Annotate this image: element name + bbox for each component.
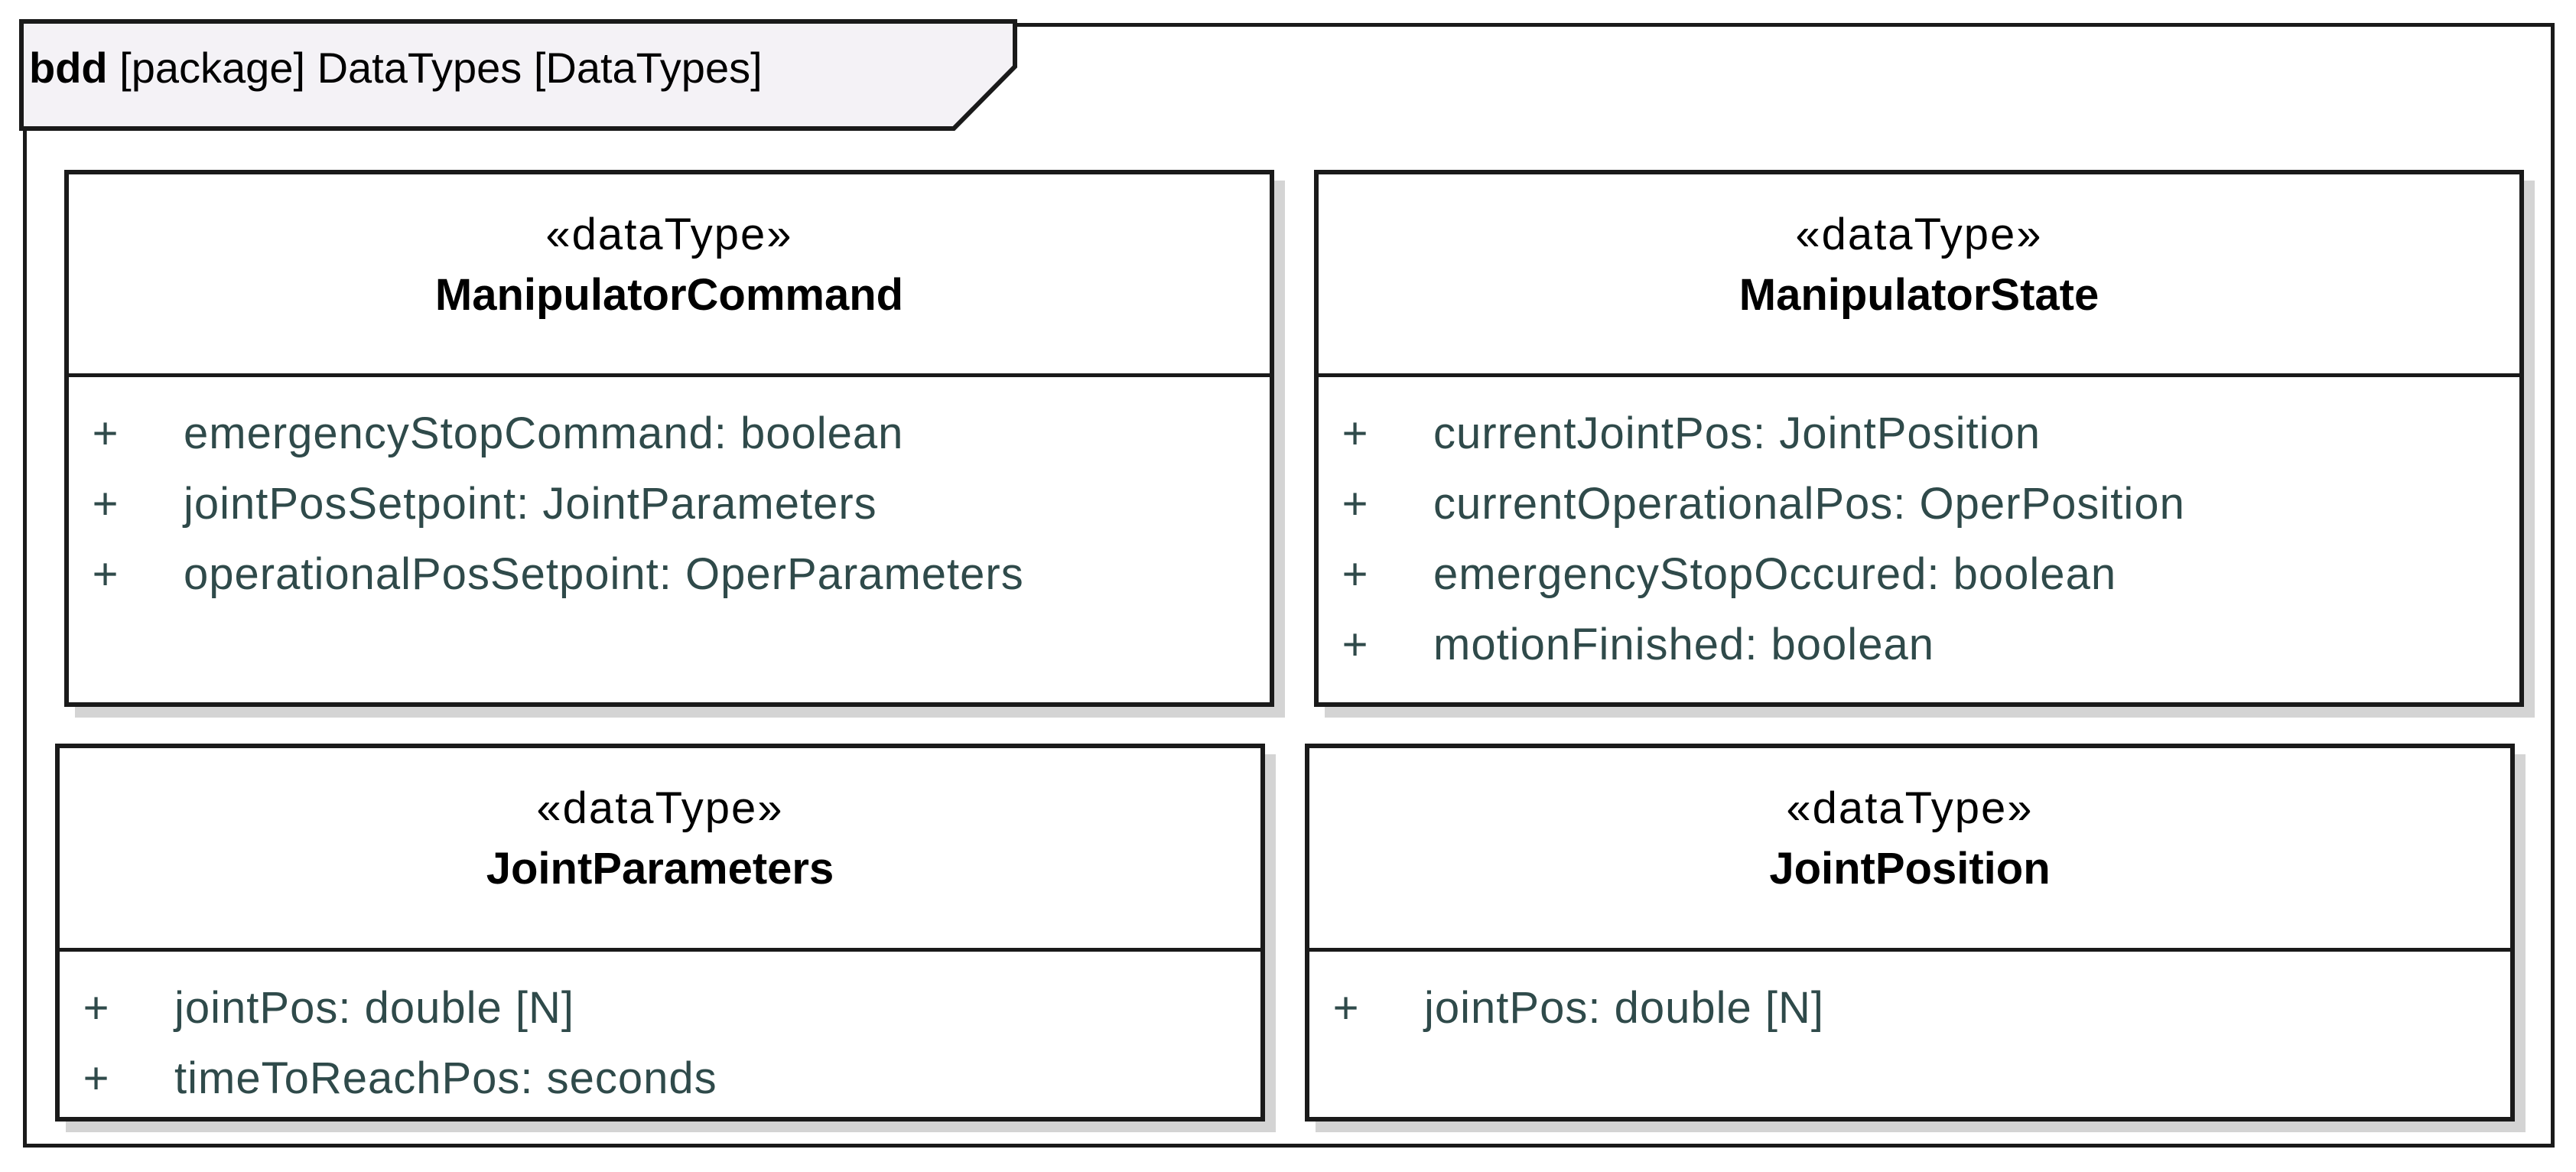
visibility-marker: + [92,409,119,458]
visibility-marker: + [1342,409,1369,458]
visibility-marker: + [1342,620,1369,669]
property-text: timeToReachPos: seconds [174,1053,717,1103]
property-row[interactable]: + jointPosSetpoint: JointParameters [69,469,1270,539]
property-row[interactable]: + emergencyStopOccured: boolean [1319,539,2519,610]
property-row[interactable]: + operationalPosSetpoint: OperParameters [69,539,1270,610]
block-header: «dataType» ManipulatorCommand [69,174,1270,377]
property-text: jointPosSetpoint: JointParameters [184,479,877,529]
property-row[interactable]: + jointPos: double [N] [60,973,1260,1043]
visibility-marker: + [83,1053,110,1103]
visibility-marker: + [92,479,119,529]
property-text: currentOperationalPos: OperPosition [1433,479,2185,529]
frame-header-tab [19,19,1021,134]
property-text: currentJointPos: JointPosition [1433,409,2041,458]
block-joint-position[interactable]: «dataType» JointPosition + jointPos: doub… [1305,744,2515,1122]
stereotype-label: «dataType» [545,210,793,259]
property-row[interactable]: + timeToReachPos: seconds [60,1043,1260,1114]
property-text: jointPos: double [N] [1424,983,1824,1033]
properties-compartment: + emergencyStopCommand: boolean + jointPos… [69,377,1270,610]
block-name: JointParameters [486,844,834,894]
block-name: ManipulatorState [1738,270,2100,320]
property-text: emergencyStopOccured: boolean [1433,549,2117,599]
property-row[interactable]: + currentJointPos: JointPosition [1319,399,2519,469]
block-manipulator-state[interactable]: «dataType» ManipulatorState + currentJoin… [1314,170,2524,707]
property-text: jointPos: double [N] [174,983,574,1033]
visibility-marker: + [1332,983,1360,1033]
stereotype-label: «dataType» [1795,210,2043,259]
block-name: ManipulatorCommand [434,270,904,320]
properties-compartment: + jointPos: double [N] + timeToReachPos: s… [60,952,1260,1114]
block-manipulator-command[interactable]: «dataType» ManipulatorCommand + emergency… [64,170,1274,707]
stereotype-label: «dataType» [536,783,784,833]
frame-keyword: bdd [29,44,108,92]
block-header: «dataType» JointPosition [1309,748,2510,952]
property-row[interactable]: + emergencyStopCommand: boolean [69,399,1270,469]
property-text: operationalPosSetpoint: OperParameters [184,549,1024,599]
properties-compartment: + jointPos: double [N] [1309,952,2510,1043]
property-row[interactable]: + currentOperationalPos: OperPosition [1319,469,2519,539]
visibility-marker: + [83,983,110,1033]
property-text: motionFinished: boolean [1433,620,1934,669]
visibility-marker: + [1342,479,1369,529]
block-header: «dataType» ManipulatorState [1319,174,2519,377]
visibility-marker: + [92,549,119,599]
frame-title: bdd [package] DataTypes [DataTypes] [29,26,763,110]
block-name: JointPosition [1769,844,2051,894]
visibility-marker: + [1342,549,1369,599]
properties-compartment: + currentJointPos: JointPosition + current… [1319,377,2519,680]
property-text: emergencyStopCommand: boolean [184,409,904,458]
stereotype-label: «dataType» [1786,783,2034,833]
property-row[interactable]: + jointPos: double [N] [1309,973,2510,1043]
block-joint-parameters[interactable]: «dataType» JointParameters + jointPos: do… [55,744,1265,1122]
frame-name: [package] DataTypes [DataTypes] [107,44,763,92]
block-header: «dataType» JointParameters [60,748,1260,952]
property-row[interactable]: + motionFinished: boolean [1319,610,2519,680]
